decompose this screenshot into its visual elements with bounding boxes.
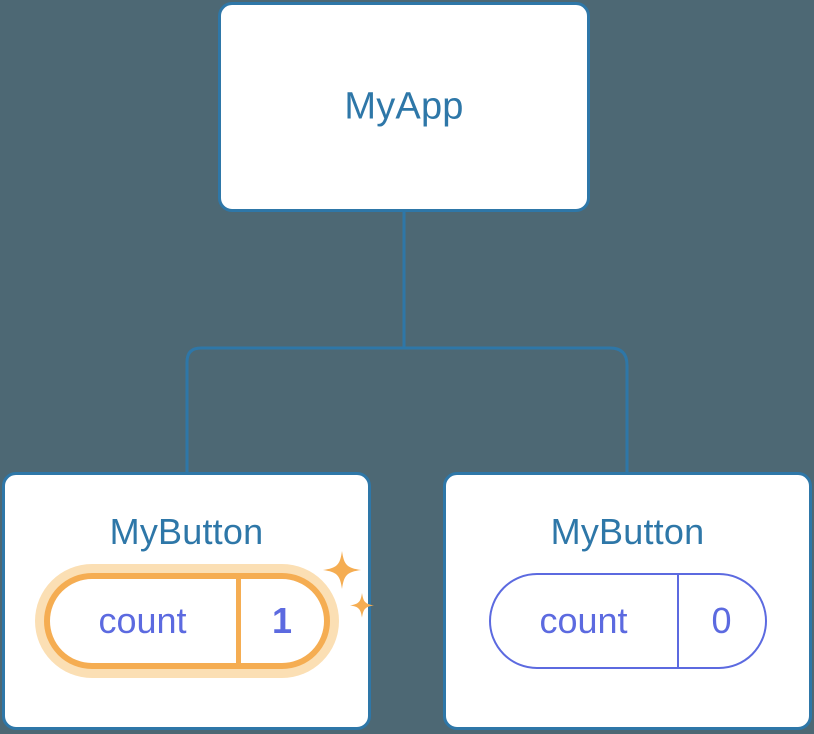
state-value-label: 0	[676, 575, 765, 667]
node-card-mybutton-left[interactable]: MyButton count 1	[2, 472, 374, 730]
state-pill[interactable]: count 0	[488, 573, 767, 669]
state-pill-container: count 0	[446, 573, 809, 669]
node-title: MyButton	[109, 511, 264, 552]
node-card-mybutton-right[interactable]: MyButton count 0	[443, 472, 812, 730]
sparkle-large-icon	[322, 551, 361, 589]
state-pill-highlighted[interactable]: count 1	[43, 551, 374, 669]
node-title: MyApp	[344, 85, 464, 128]
state-pill-container: count 1	[5, 551, 374, 669]
node-title: MyButton	[550, 511, 705, 552]
edge-branch-bar	[185, 346, 629, 472]
sparkle-group	[322, 551, 374, 618]
sparkle-small-icon	[349, 593, 374, 618]
state-key-label: count	[98, 600, 187, 641]
state-key-label: count	[539, 600, 628, 641]
state-value-label: 1	[235, 579, 324, 663]
node-card-root[interactable]: MyApp	[218, 2, 590, 212]
